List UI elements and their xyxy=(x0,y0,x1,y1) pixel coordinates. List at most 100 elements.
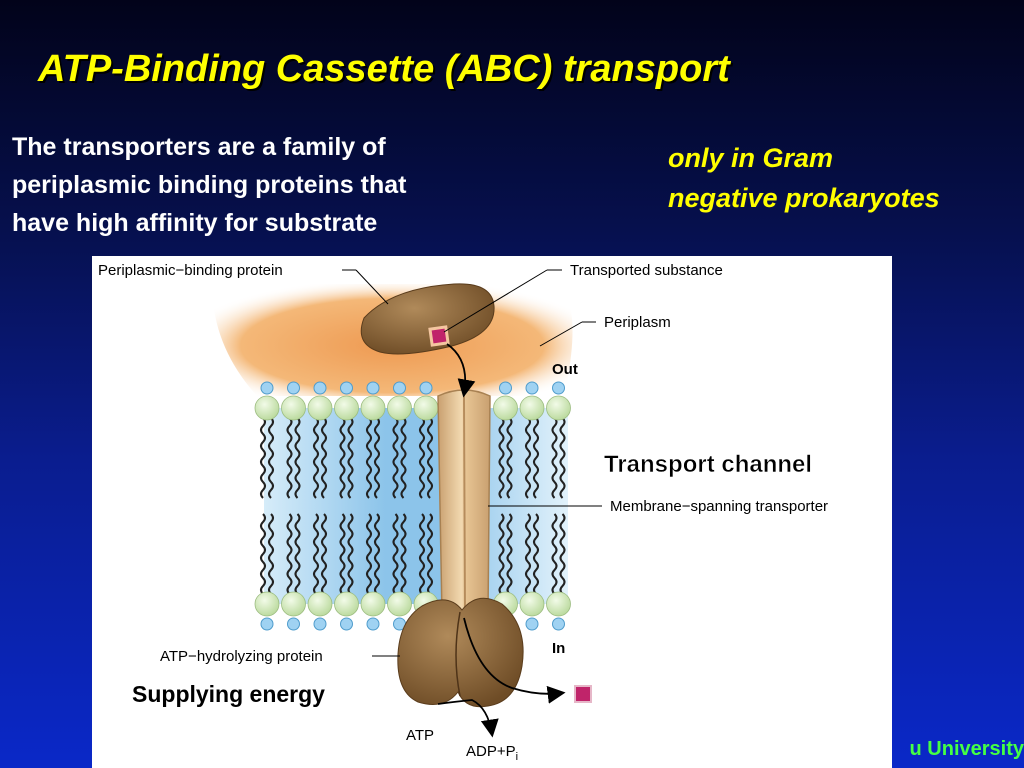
label-out: Out xyxy=(552,361,578,378)
label-atp: ATP xyxy=(406,727,434,744)
entry-arrow xyxy=(446,343,476,398)
lipid-tail xyxy=(286,417,293,499)
label-adp: ADP+P xyxy=(466,743,516,760)
lipid-tail xyxy=(339,513,346,595)
footer-text: u University xyxy=(909,738,1024,760)
water-molecule xyxy=(552,617,565,631)
exit-arrow xyxy=(463,617,566,704)
water-molecule xyxy=(366,617,380,631)
water-molecule xyxy=(340,617,353,631)
lipid-tail xyxy=(374,513,380,595)
water-molecule xyxy=(340,381,353,395)
lipid-tail xyxy=(294,417,301,499)
intro-line: The transporters are a family of xyxy=(12,133,386,161)
abc-transport-diagram: Periplasmic−binding protein Transported … xyxy=(92,256,892,768)
lipid-tail xyxy=(551,417,558,499)
label-atp-hydrolyzing-protein: ATP−hydrolyzing protein xyxy=(160,648,323,665)
channel-groove xyxy=(463,393,466,619)
lipid-tail xyxy=(339,417,346,499)
lipid-tail xyxy=(559,513,566,595)
lipid-tail xyxy=(400,513,407,595)
label-adp-pi: ADP+Pi xyxy=(466,743,518,763)
label-transported-substance: Transported substance xyxy=(570,262,723,279)
side-note-line: only in Gram xyxy=(668,143,834,173)
abc-transport-figure: Periplasmic−binding protein Transported … xyxy=(92,256,892,768)
atp-arrow xyxy=(437,699,499,738)
lipid-tail xyxy=(427,513,433,595)
lipid-tail xyxy=(551,513,558,595)
lipid-tail xyxy=(260,417,266,499)
leader-binding-protein-diag xyxy=(355,269,389,305)
leader-periplasm-diag xyxy=(539,321,583,347)
lipid-tail xyxy=(525,417,531,499)
water-molecule xyxy=(313,617,327,631)
lipid-tail xyxy=(400,417,407,499)
label-membrane-spanning-transporter: Membrane−spanning transporter xyxy=(610,498,828,515)
lipid-tail xyxy=(392,417,399,499)
lipid-tail xyxy=(286,513,293,595)
water-molecule xyxy=(552,381,565,395)
lipid-head xyxy=(546,591,571,617)
water-molecule xyxy=(287,617,300,631)
water-molecule xyxy=(313,381,327,395)
lipid-head xyxy=(360,591,386,617)
water-molecule xyxy=(393,381,406,395)
lipid-tail xyxy=(533,513,539,595)
lipid-tail xyxy=(506,513,513,595)
lipid-head xyxy=(387,591,412,617)
lipid-tail xyxy=(392,513,399,595)
lipid-tail xyxy=(498,417,505,499)
atp-hydrolyzing-protein xyxy=(397,597,524,708)
lipid-head xyxy=(413,395,439,421)
lipid-head xyxy=(519,395,545,421)
water-molecule xyxy=(260,617,274,631)
transported-substance-cube xyxy=(428,325,450,347)
lipid-tail xyxy=(498,513,505,595)
label-transport-channel: Transport channel xyxy=(604,451,812,478)
label-periplasmic-binding-protein: Periplasmic−binding protein xyxy=(98,262,283,279)
lipid-head xyxy=(334,395,359,421)
lipid-tail xyxy=(321,417,327,499)
footer-university: u University xyxy=(876,738,1024,762)
lipid-tail xyxy=(321,513,327,595)
lipid-head xyxy=(334,591,359,617)
lipid-head xyxy=(281,591,306,617)
lipid-tail xyxy=(260,513,266,595)
label-in: In xyxy=(552,640,565,657)
leader-substance-diag xyxy=(443,269,548,333)
lipid-tail xyxy=(427,417,433,499)
water-molecule xyxy=(525,617,539,631)
water-molecule xyxy=(366,381,380,395)
lipid-tail xyxy=(506,417,513,499)
intro-line: have high affinity for substrate xyxy=(12,209,378,237)
side-note-line: negative prokaryotes xyxy=(668,183,940,213)
lipid-head xyxy=(387,395,412,421)
lipid-tail xyxy=(347,513,354,595)
intro-line: periplasmic binding proteins that xyxy=(12,171,407,199)
water-molecule xyxy=(260,381,274,395)
periplasmic-binding-protein xyxy=(360,283,495,355)
water-molecule xyxy=(419,381,433,395)
water-molecule xyxy=(287,381,300,395)
lipid-tail xyxy=(374,417,380,499)
lipid-head xyxy=(307,395,333,421)
intro-text: The transporters are a family of peripla… xyxy=(12,128,592,242)
lipid-tail xyxy=(268,513,274,595)
atp-protein-seam xyxy=(455,611,461,697)
lipid-tail xyxy=(268,417,274,499)
lipid-head xyxy=(360,395,386,421)
label-periplasm: Periplasm xyxy=(604,314,671,331)
lipid-tail xyxy=(313,417,319,499)
lipid-tail xyxy=(313,513,319,595)
lipid-head xyxy=(546,395,571,421)
lipid-tail xyxy=(559,417,566,499)
lipid-tail xyxy=(347,417,354,499)
lipid-tail xyxy=(366,513,372,595)
water-molecule xyxy=(499,381,512,395)
water-molecule xyxy=(525,381,539,395)
lipid-tails xyxy=(260,417,566,595)
lipid-tail xyxy=(366,417,372,499)
lipid-head xyxy=(281,395,306,421)
lipid-head xyxy=(254,395,280,421)
label-adp-subscript: i xyxy=(516,751,518,763)
